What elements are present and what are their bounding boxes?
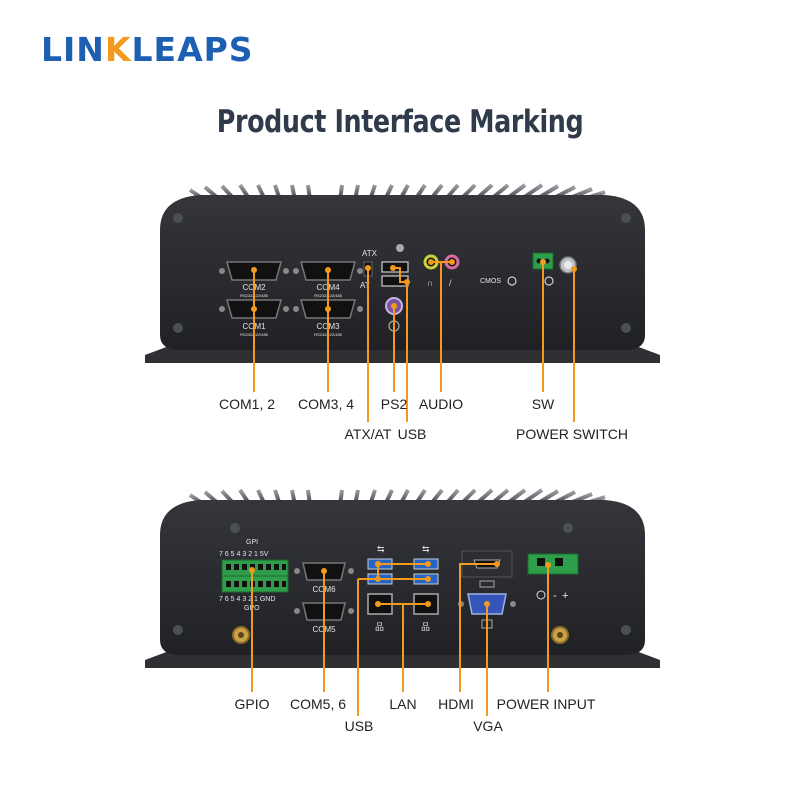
wifi-antenna-right (551, 626, 569, 644)
brand-logo: LINKLEAPS (41, 30, 254, 69)
cmos-silkscreen: CMOS (480, 278, 501, 285)
minus-silkscreen: - (553, 590, 557, 602)
power-switch-button (559, 256, 577, 274)
bottom-leader-dots (249, 561, 551, 607)
svg-text:⇆: ⇆ (377, 544, 385, 554)
bottom-chassis (160, 500, 645, 655)
label-com1-2: COM1, 2 (218, 396, 276, 412)
label-atx-at: ATX/AT (344, 426, 392, 442)
label-com5-6: COM5, 6 (289, 696, 347, 712)
label-power-switch: POWER SWITCH (516, 426, 628, 442)
top-leader-lines (253, 261, 575, 422)
svg-text:∩: ∩ (427, 278, 433, 288)
gpi-silkscreen: GPI (246, 539, 258, 546)
atx-silkscreen: ATX (362, 249, 378, 258)
bottom-panel: GPI 7 6 5 4 3 2 1 5V 7 6 5 4 3 2 1 GND G… (145, 488, 660, 716)
label-lan: LAN (389, 696, 417, 712)
label-com3-4: COM3, 4 (297, 396, 355, 412)
label-hdmi: HDMI (438, 696, 474, 712)
at-silkscreen: AT (360, 281, 370, 290)
label-top-usb: USB (397, 426, 427, 442)
label-sw: SW (531, 396, 555, 412)
wifi-antenna-left (232, 626, 250, 644)
top-leader-dots (251, 259, 577, 312)
label-audio: AUDIO (418, 396, 464, 412)
label-gpio: GPIO (234, 696, 270, 712)
cmos-reset-icon (507, 276, 517, 286)
label-bottom-usb: USB (344, 718, 374, 734)
page-title: Product Interface Marking (216, 104, 584, 140)
plus-silkscreen: + (562, 590, 568, 602)
svg-text:/: / (449, 278, 452, 288)
label-vga: VGA (473, 718, 503, 734)
gpio-terminal (221, 559, 289, 593)
top-panel: COM2 RS232/422/485 COM4 RS232/422/485 CO… (145, 183, 660, 422)
label-ps2: PS2 (380, 396, 408, 412)
bottom-leader-lines (251, 563, 549, 716)
gpo-pins-silkscreen: 7 6 5 4 3 2 1 GND (219, 596, 275, 603)
svg-text:品: 品 (375, 622, 384, 632)
gpi-pins-silkscreen: 7 6 5 4 3 2 1 5V (219, 551, 269, 558)
top-heatsink-fins (188, 183, 606, 202)
label-power-input: POWER INPUT (496, 696, 596, 712)
power-input-terminal (527, 553, 579, 600)
svg-text:品: 品 (421, 622, 430, 632)
svg-text:⇆: ⇆ (422, 544, 430, 554)
